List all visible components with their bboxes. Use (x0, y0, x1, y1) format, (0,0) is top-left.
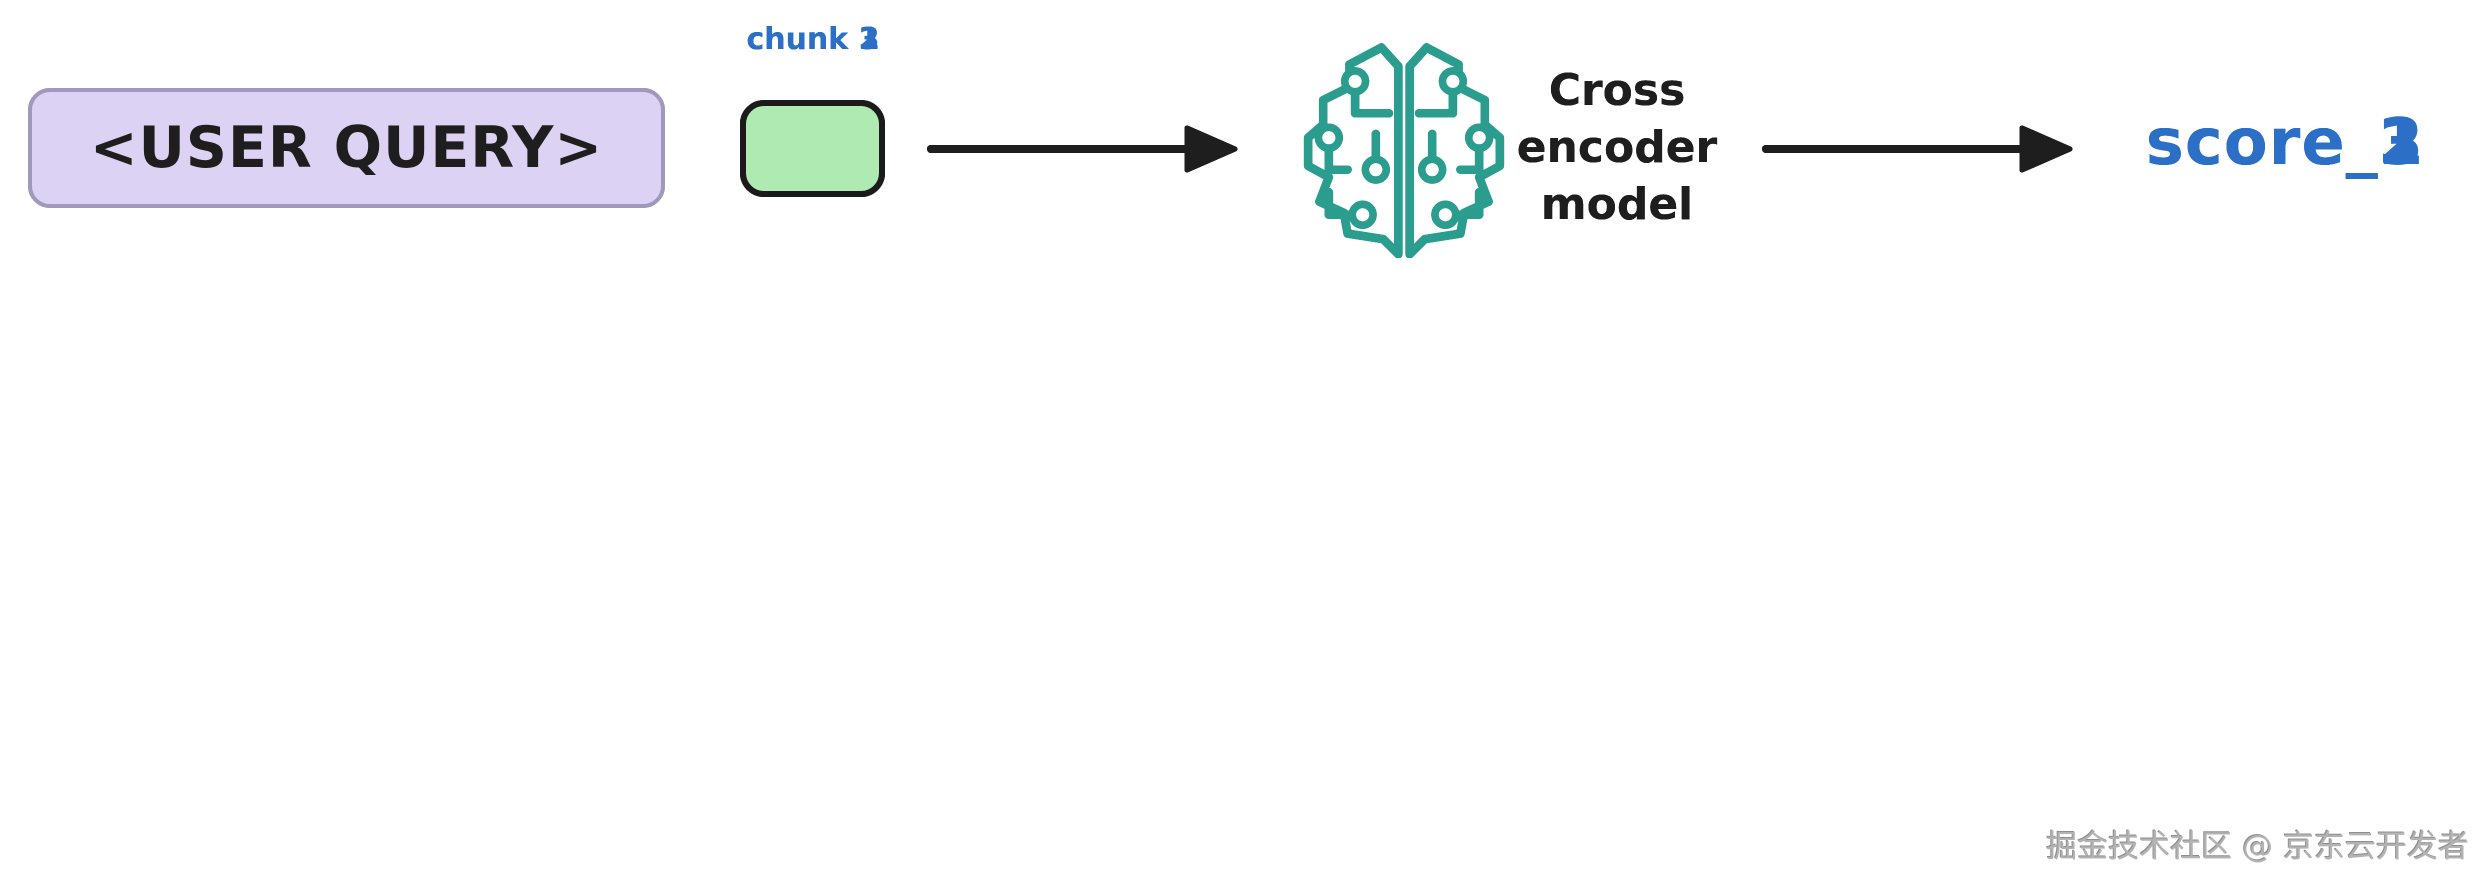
model-label-line: encoder (1516, 122, 1718, 173)
brain-circuit-icon (1300, 40, 1508, 258)
model-label: Cross encoder model (1505, 62, 1729, 233)
score-label: score_1 (2145, 106, 2425, 180)
model-label: Cross encoder model (1505, 62, 1729, 233)
arrow-right-icon (1760, 114, 2080, 184)
user-query-node: <USER QUERY> (28, 88, 665, 208)
diagram-row-3: <USER QUERY> chunk 3 Cross encoder model… (0, 0, 2487, 299)
watermark: 掘金技术社区 @ 京东云开发者 (2046, 829, 2469, 865)
model-label-line: model (1540, 179, 1694, 230)
score-label: score_3 (2145, 106, 2425, 180)
chunk-label: chunk 2 (746, 22, 880, 57)
model-label: Cross encoder model (1505, 62, 1729, 233)
model-label-line: model (1540, 179, 1694, 230)
chunk-node (740, 100, 885, 197)
model-label-line: Cross (1548, 65, 1686, 116)
arrow-right-icon (925, 114, 1245, 184)
chunk-label: chunk 1 (746, 22, 880, 57)
model-label-line: model (1540, 179, 1694, 230)
model-label-line: encoder (1516, 122, 1718, 173)
model-label-line: encoder (1516, 122, 1718, 173)
model-label-line: Cross (1548, 65, 1686, 116)
model-label-line: Cross (1548, 65, 1686, 116)
chunk-label: chunk 3 (746, 22, 880, 57)
score-label: score_2 (2145, 106, 2425, 180)
